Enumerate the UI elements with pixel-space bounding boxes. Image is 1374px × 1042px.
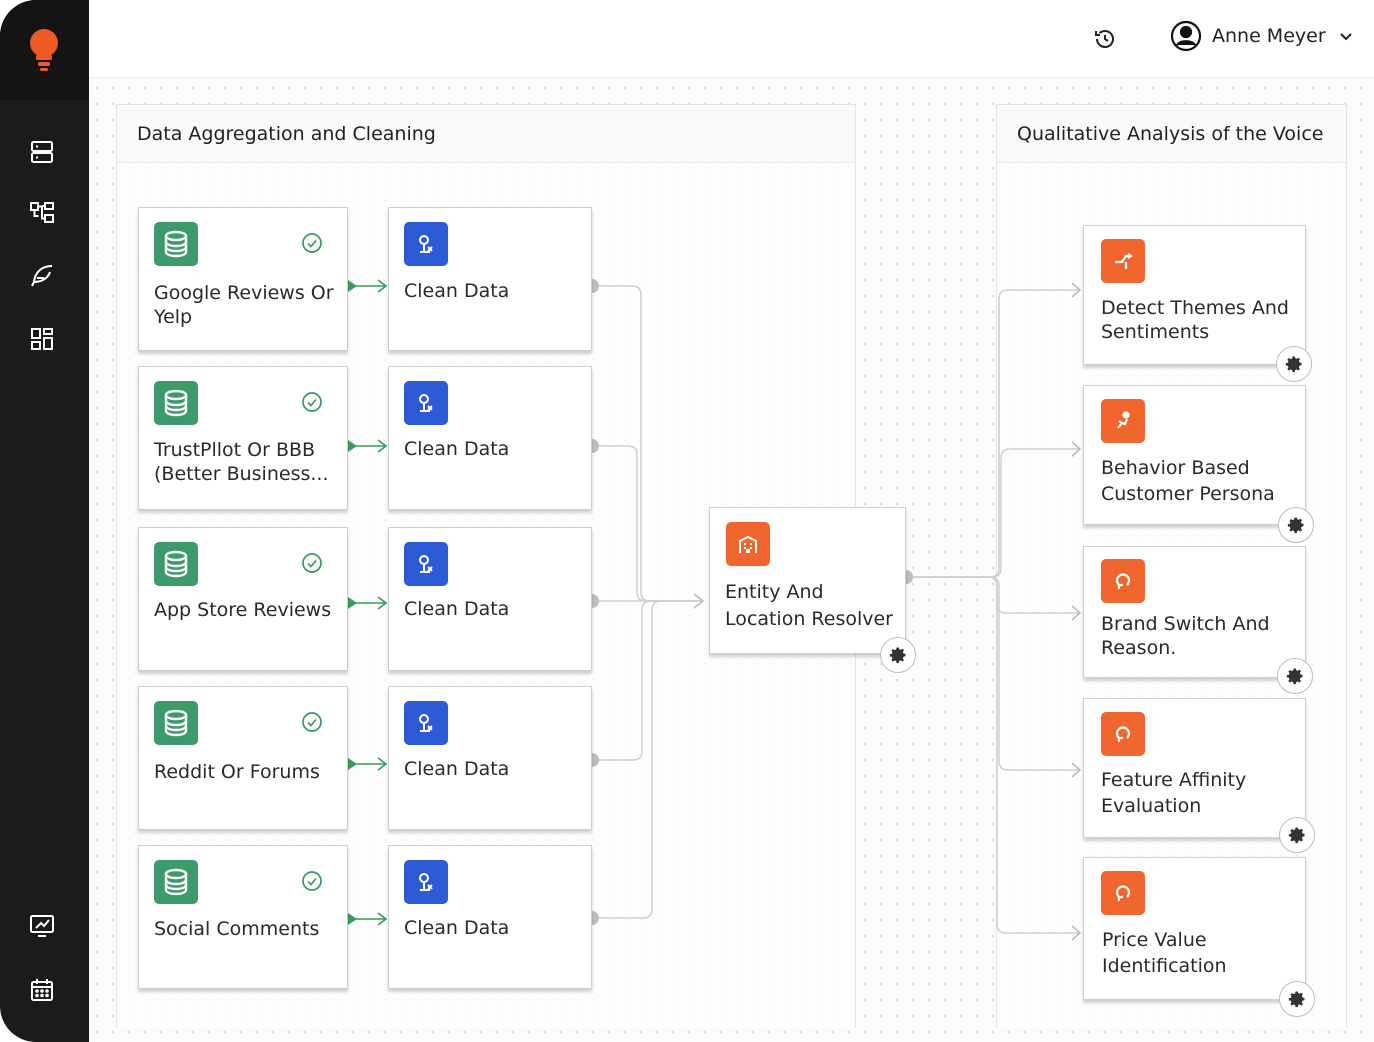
group-title: Data Aggregation and Cleaning (117, 105, 855, 163)
workflow-icon[interactable] (28, 199, 56, 227)
settings-gear-icon[interactable] (880, 637, 916, 673)
calendar-icon[interactable] (28, 976, 56, 1004)
check-circle-icon (302, 712, 322, 732)
user-menu[interactable]: Anne Meyer (1170, 19, 1354, 53)
clean-data-label: Clean Data (404, 598, 510, 620)
dashboard-icon[interactable] (28, 325, 56, 353)
check-circle-icon (302, 392, 322, 412)
lightbulb-logo-icon (30, 29, 58, 71)
source-node-label: Social Comments (154, 918, 320, 940)
logo-area (0, 0, 89, 100)
source-node-label: Google Reviews Or Yelp (154, 282, 334, 328)
source-node-label: Reddit Or Forums (154, 761, 320, 783)
clean-data-node[interactable]: Clean Data (388, 686, 592, 830)
database-icon (154, 381, 198, 425)
analysis-node-label: Feature Affinity Evaluation (1101, 769, 1247, 817)
analysis-node-label: Price Value Identification (1102, 929, 1227, 977)
cleaning-icon (404, 860, 448, 904)
clean-data-node[interactable]: Clean Data (388, 366, 592, 510)
source-node-trustpilot[interactable]: TrustPllot Or BBB (Better Business... (138, 366, 348, 510)
presentation-chart-icon[interactable] (28, 912, 56, 940)
analysis-node-feature-affinity[interactable]: Feature Affinity Evaluation (1083, 698, 1306, 838)
analysis-node-themes-sentiments[interactable]: Detect Themes And Sentiments (1083, 225, 1306, 365)
source-node-social-comments[interactable]: Social Comments (138, 845, 348, 989)
analysis-node-label: Behavior Based Customer Persona (1101, 457, 1275, 505)
cleaning-icon (404, 381, 448, 425)
clean-data-node[interactable]: Clean Data (388, 845, 592, 989)
check-circle-icon (302, 871, 322, 891)
settings-gear-icon[interactable] (1278, 507, 1314, 543)
split-arrows-icon (1101, 239, 1145, 283)
clean-data-label: Clean Data (404, 758, 510, 780)
source-node-label: App Store Reviews (154, 599, 332, 621)
clean-data-node[interactable]: Clean Data (388, 527, 592, 671)
cleaning-icon (404, 701, 448, 745)
loop-icon (1101, 559, 1145, 603)
entity-resolver-node[interactable]: Entity And Location Resolver (709, 507, 906, 654)
source-node-reddit[interactable]: Reddit Or Forums (138, 686, 348, 830)
source-node-app-store[interactable]: App Store Reviews (138, 527, 348, 671)
database-icon (154, 542, 198, 586)
server-icon[interactable] (28, 138, 56, 166)
database-icon (154, 860, 198, 904)
history-icon[interactable] (1093, 27, 1117, 51)
loop-icon (1101, 871, 1145, 915)
analysis-node-label: Brand Switch And Reason. (1101, 613, 1270, 659)
analysis-node-label: Detect Themes And Sentiments (1101, 297, 1289, 343)
cleaning-icon (404, 542, 448, 586)
settings-gear-icon[interactable] (1279, 817, 1315, 853)
user-name: Anne Meyer (1212, 25, 1326, 47)
clean-data-label: Clean Data (404, 917, 510, 939)
analysis-node-price-value[interactable]: Price Value Identification (1083, 857, 1306, 1000)
persona-icon (1101, 399, 1145, 443)
analysis-node-customer-persona[interactable]: Behavior Based Customer Persona (1083, 385, 1306, 525)
settings-gear-icon[interactable] (1277, 658, 1313, 694)
building-icon (726, 522, 770, 566)
group-title: Qualitative Analysis of the Voice (997, 105, 1346, 163)
clean-data-label: Clean Data (404, 438, 510, 460)
entity-resolver-label: Entity And Location Resolver (725, 581, 893, 630)
clean-data-node[interactable]: Clean Data (388, 207, 592, 351)
settings-gear-icon[interactable] (1279, 981, 1315, 1017)
database-icon (154, 222, 198, 266)
topbar: Anne Meyer (89, 0, 1374, 78)
feather-icon[interactable] (28, 262, 56, 290)
source-node-google-reviews[interactable]: Google Reviews Or Yelp (138, 207, 348, 351)
user-avatar-icon (1170, 20, 1202, 52)
check-circle-icon (302, 553, 322, 573)
clean-data-label: Clean Data (404, 280, 510, 302)
loop-icon (1101, 712, 1145, 756)
source-node-label: TrustPllot Or BBB (Better Business... (154, 439, 329, 485)
check-circle-icon (302, 233, 322, 253)
database-icon (154, 701, 198, 745)
settings-gear-icon[interactable] (1276, 346, 1312, 382)
analysis-node-brand-switch[interactable]: Brand Switch And Reason. (1083, 546, 1306, 678)
chevron-down-icon (1339, 33, 1352, 41)
cleaning-icon (404, 222, 448, 266)
sidebar (0, 0, 89, 1042)
